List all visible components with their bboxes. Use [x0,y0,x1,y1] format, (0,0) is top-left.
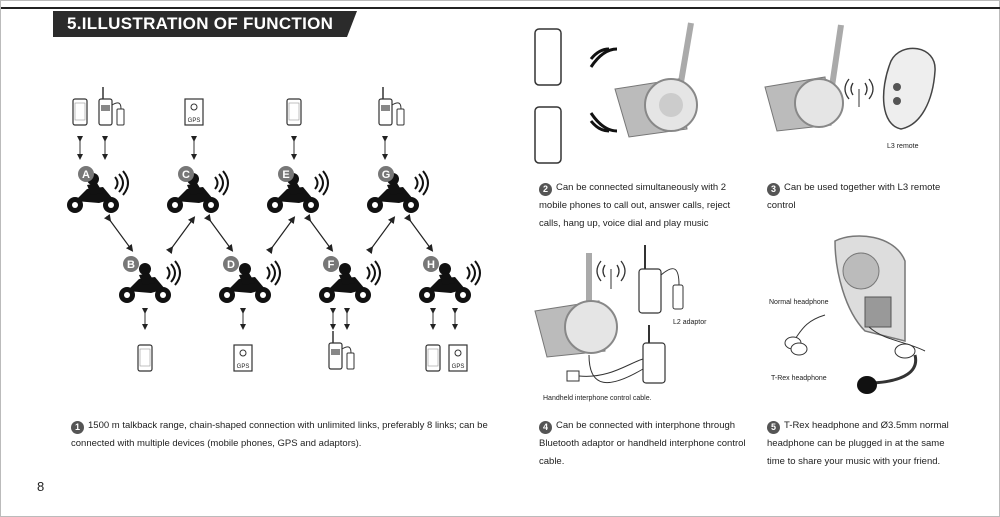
l3-remote-label: L3 remote [887,143,919,150]
step-number: 2 [539,183,552,196]
node-label: E [282,169,289,181]
caption-text: T-Rex headphone and Ø3.5mm normal headph… [767,420,949,467]
two-phones-diagram [534,22,698,164]
gps-label: GPS [188,118,201,124]
gps-label: GPS [452,364,465,370]
caption-text: Can be connected simultaneously with 2 m… [539,182,731,229]
page-number: 8 [37,479,45,494]
step-number: 5 [767,421,780,434]
node-label: C [182,169,190,181]
step-number: 3 [767,183,780,196]
node-label: A [82,169,90,181]
step-number: 1 [71,421,84,434]
headphone-diagram [784,235,926,394]
node-label: F [328,259,335,271]
node-label: D [227,259,235,271]
trex-headphone-label: T-Rex headphone [771,375,827,382]
gps-label: GPS [237,364,250,370]
l3-remote-diagram [764,24,936,132]
caption-text: 1500 m talkback range, chain-shaped conn… [71,420,488,449]
step-number: 4 [539,421,552,434]
caption-text: Can be used together with L3 remote cont… [767,182,941,211]
node-label: G [382,169,391,181]
normal-headphone-label: Normal headphone [769,299,829,306]
handheld-cable-label: Handheld interphone control cable. [543,395,652,402]
l2-adaptor-label: L2 adaptor [673,319,707,326]
section-title: 5.ILLUSTRATION OF FUNCTION [53,11,358,37]
top-rule [1,7,1000,9]
interphone-diagram [534,245,684,384]
node-label: H [427,259,435,271]
node-label: B [127,259,135,271]
chain-network-diagram: A B C D E F G H GPS GPS GPS [66,86,481,372]
caption-text: Can be connected with interphone through… [539,420,746,467]
